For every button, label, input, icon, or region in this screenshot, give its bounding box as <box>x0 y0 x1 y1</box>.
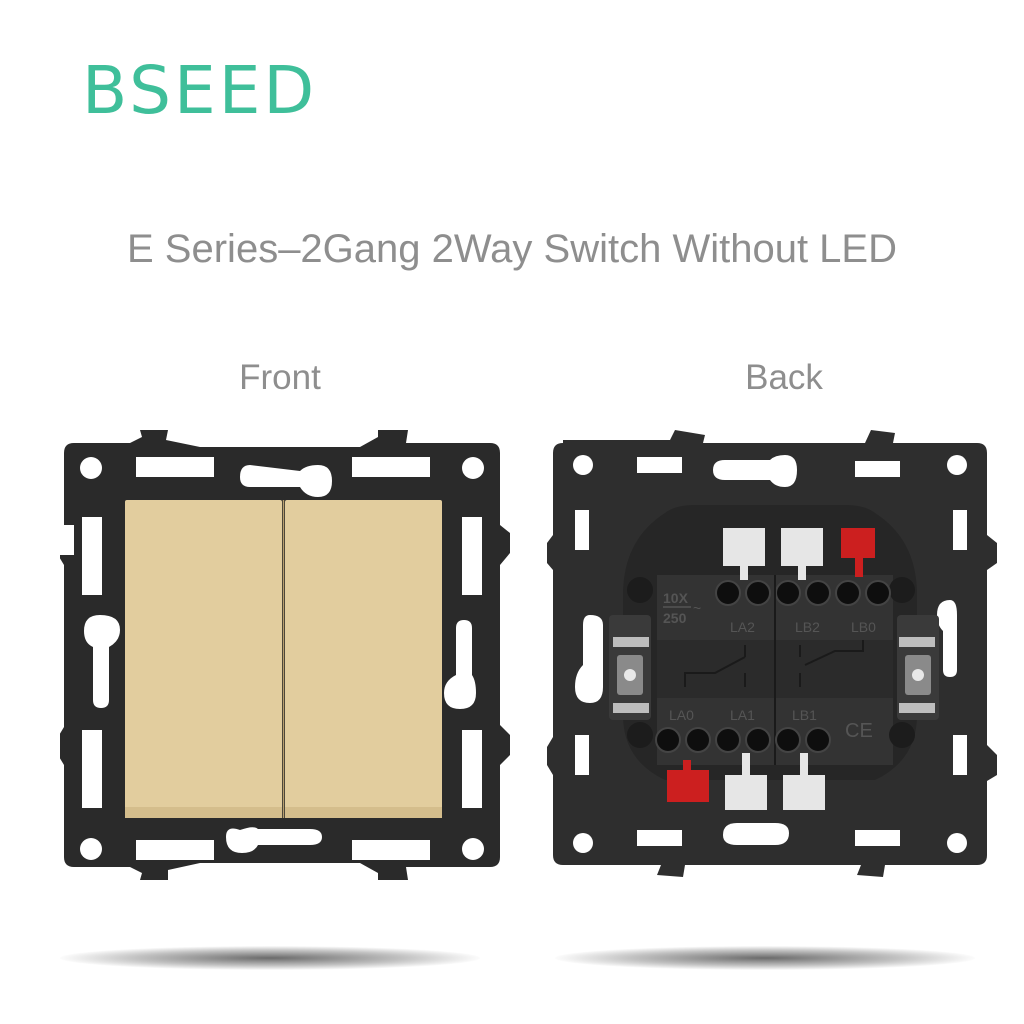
mounting-clamp-left <box>609 615 651 720</box>
back-switch-image: 10X 250 ~ LA2 LB2 LB0 LA0 LA1 LB1 CE <box>547 430 997 877</box>
mounting-clamp-right <box>897 615 939 720</box>
terminal-release-clip-top-2[interactable] <box>781 528 823 580</box>
terminal-label-la0: LA0 <box>669 707 694 723</box>
terminal-release-clip-top-3[interactable] <box>841 528 875 577</box>
rocker-right[interactable] <box>285 500 442 818</box>
terminal-release-clip-bottom-1[interactable] <box>667 760 709 802</box>
terminal-label-la2: LA2 <box>730 619 755 635</box>
front-shadow <box>60 946 480 970</box>
front-switch-image <box>60 430 510 880</box>
rocker-left[interactable] <box>125 500 282 818</box>
wire-holes-bottom <box>655 727 831 753</box>
back-shadow <box>555 946 975 970</box>
product-title: E Series–2Gang 2Way Switch Without LED <box>127 227 897 271</box>
terminal-release-clip-bottom-2[interactable] <box>725 753 767 810</box>
ce-mark: CE <box>845 720 873 742</box>
back-label: Back <box>745 358 823 397</box>
brand-logo: BSEED <box>82 52 318 129</box>
terminal-release-clip-bottom-3[interactable] <box>783 753 825 810</box>
terminal-release-clip-top-1[interactable] <box>723 528 765 580</box>
wire-holes-top <box>715 580 891 606</box>
front-label: Front <box>239 358 321 397</box>
terminal-label-lb1: LB1 <box>792 707 817 723</box>
rating-current: 10X <box>663 590 689 606</box>
rating-voltage: 250 <box>663 610 687 626</box>
wiring-schematic <box>684 575 864 765</box>
terminal-label-lb0: LB0 <box>851 619 876 635</box>
terminal-label-lb2: LB2 <box>795 619 820 635</box>
ac-symbol: ~ <box>693 600 701 616</box>
terminal-label-la1: LA1 <box>730 707 755 723</box>
